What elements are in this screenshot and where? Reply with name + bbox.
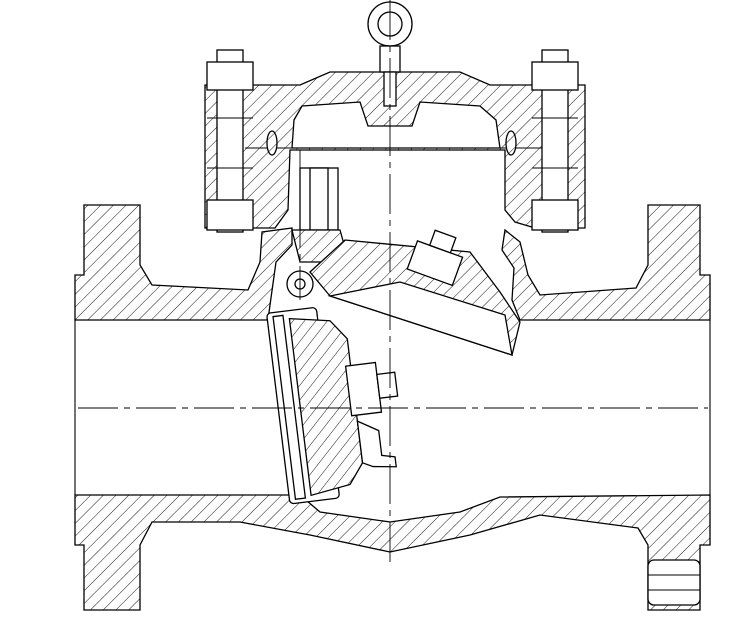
gasket-right [505,130,517,156]
valve-body [74,204,711,611]
gasket-left [266,130,278,156]
body-upper-right [501,204,711,321]
disc [266,307,399,505]
stud-left [206,49,254,233]
body-upper-left [74,204,293,321]
flange-bolt-recess [647,559,701,606]
body-lower [74,494,711,611]
disc-arm [286,229,521,356]
stud-right [531,49,579,233]
